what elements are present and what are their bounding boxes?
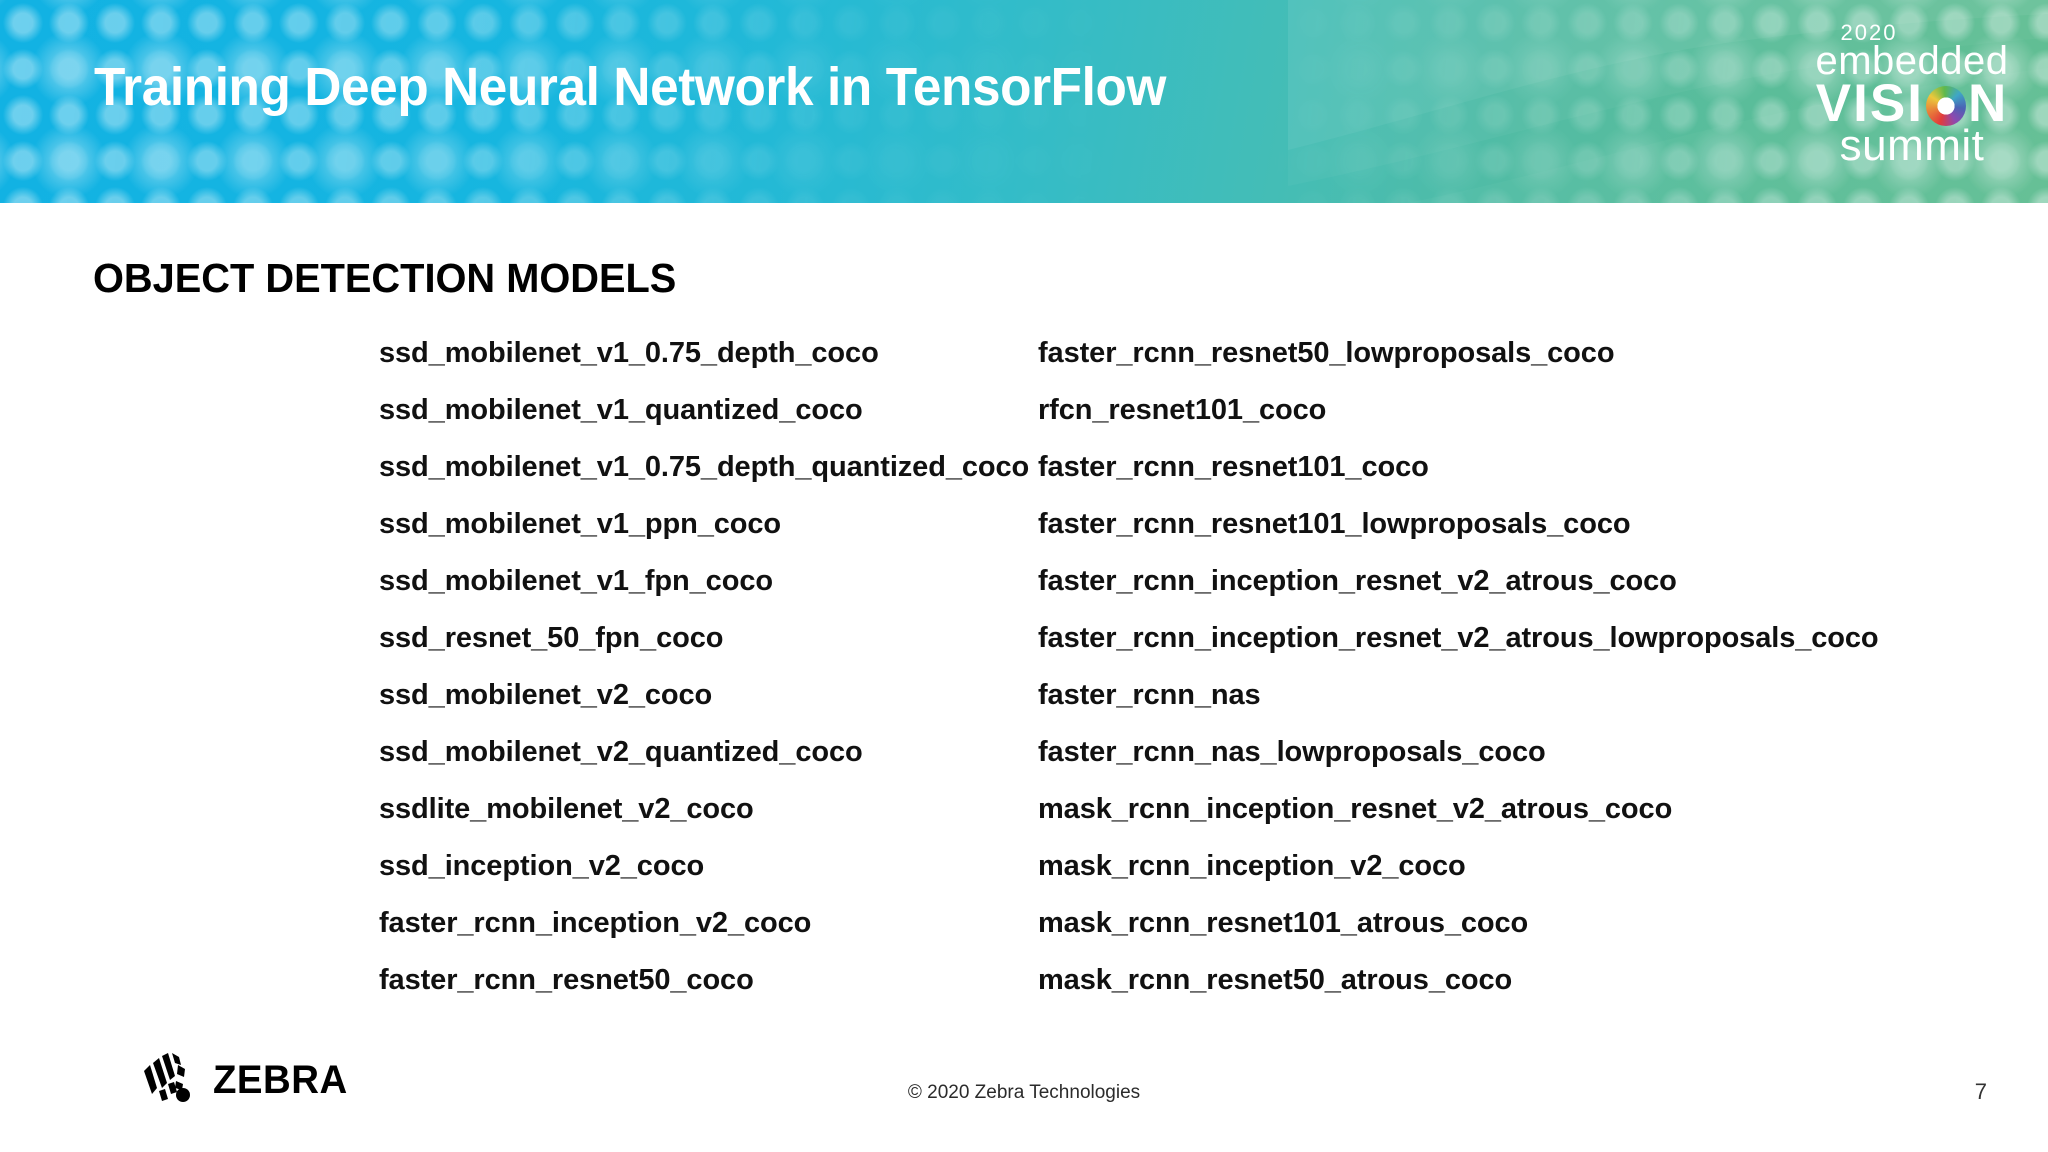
list-item: faster_rcnn_nas (1038, 679, 1261, 711)
logo-vision-suffix: N (1967, 74, 2009, 133)
list-item: ssd_mobilenet_v1_quantized_coco (379, 394, 863, 426)
page-title: Training Deep Neural Network in TensorFl… (94, 57, 1166, 117)
list-item: faster_rcnn_nas_lowproposals_coco (1038, 736, 1546, 768)
logo-year: 2020 (1840, 20, 1898, 45)
list-item: ssd_mobilenet_v1_0.75_depth_quantized_co… (379, 451, 1030, 483)
zebra-head-icon (144, 1053, 190, 1102)
wave-swoosh-decoration (1288, 0, 2048, 150)
logo-summit-text: summit (1839, 121, 1985, 170)
list-item: ssd_mobilenet_v1_fpn_coco (379, 565, 773, 597)
logo-vision-text: VISI N (1798, 77, 2026, 130)
zebra-wordmark: ZEBRA (213, 1057, 348, 1102)
rainbow-circle-icon (1925, 85, 1966, 126)
section-heading: OBJECT DETECTION MODELS (93, 255, 677, 301)
list-item: faster_rcnn_resnet50_coco (379, 964, 754, 996)
slide-header: Training Deep Neural Network in TensorFl… (0, 0, 2048, 203)
copyright-text: © 2020 Zebra Technologies (907, 1082, 1141, 1103)
list-item: ssd_mobilenet_v2_quantized_coco (379, 736, 863, 768)
list-item: faster_rcnn_resnet50_lowproposals_coco (1038, 337, 1615, 369)
list-item: mask_rcnn_resnet50_atrous_coco (1038, 964, 1513, 996)
list-item: mask_rcnn_inception_v2_coco (1038, 850, 1466, 882)
list-item: ssd_mobilenet_v1_ppn_coco (379, 508, 782, 540)
halftone-dot-pattern (0, 0, 2048, 203)
list-item: ssd_inception_v2_coco (379, 850, 705, 882)
list-item: faster_rcnn_resnet101_lowproposals_coco (1038, 508, 1631, 540)
list-item: faster_rcnn_resnet101_coco (1038, 451, 1429, 483)
zebra-logo: ZEBRA (137, 1051, 353, 1109)
list-item: ssdlite_mobilenet_v2_coco (379, 793, 754, 825)
model-column-left: ssd_mobilenet_v1_0.75_depth_coco ssd_mob… (379, 325, 1029, 1009)
model-column-right: faster_rcnn_resnet50_lowproposals_coco r… (1038, 325, 1879, 1009)
list-item: ssd_mobilenet_v1_0.75_depth_coco (379, 337, 879, 369)
embedded-vision-summit-logo: 2020 embedded VISI N summit (1798, 22, 2026, 168)
list-item: mask_rcnn_resnet101_atrous_coco (1038, 907, 1529, 939)
logo-vision-prefix: VISI (1815, 74, 1924, 133)
logo-embedded-text: embedded (1815, 39, 2009, 83)
list-item: ssd_mobilenet_v2_coco (379, 679, 713, 711)
list-item: faster_rcnn_inception_resnet_v2_atrous_l… (1038, 622, 1879, 654)
list-item: faster_rcnn_inception_resnet_v2_atrous_c… (1038, 565, 1677, 597)
list-item: faster_rcnn_inception_v2_coco (379, 907, 812, 939)
list-item: rfcn_resnet101_coco (1038, 394, 1327, 426)
list-item: ssd_resnet_50_fpn_coco (379, 622, 724, 654)
list-item: mask_rcnn_inception_resnet_v2_atrous_coc… (1038, 793, 1673, 825)
page-number: 7 (1974, 1079, 1987, 1104)
